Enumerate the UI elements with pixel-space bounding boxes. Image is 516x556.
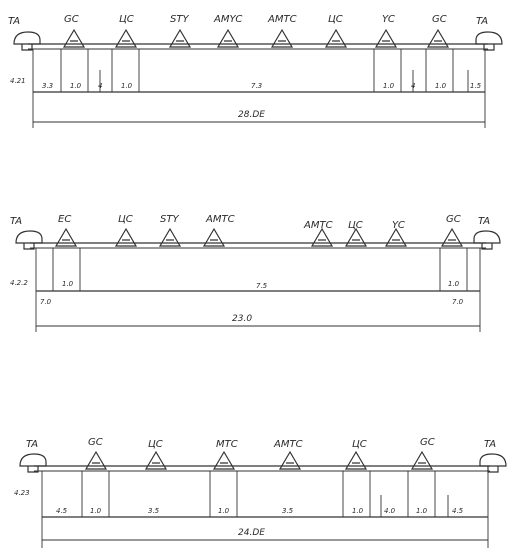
unit-box [342, 470, 371, 518]
segment-label: 7.0 [452, 298, 464, 306]
unit-box [52, 247, 81, 292]
end-cap-icon [15, 230, 43, 250]
segment-label: 1.0 [352, 507, 364, 515]
top-label: TA [476, 16, 488, 27]
top-label: MTC [216, 439, 238, 450]
triangle-marker-icon [344, 450, 368, 470]
diagram-3: TA GC ЦС MTC AMTC ЦС GC TA 4.23 4.5 1.0 … [14, 437, 507, 548]
top-label: TA [478, 216, 490, 227]
triangle-marker-icon [212, 450, 236, 470]
segment-label: 1.0 [90, 507, 102, 515]
top-label: AMYC [213, 14, 242, 25]
triangle-marker-icon [158, 227, 182, 247]
segment-label: 1.0 [435, 82, 447, 90]
triangle-marker-icon [62, 28, 86, 48]
top-label: GC [88, 437, 103, 448]
segment-label: 1.0 [218, 507, 230, 515]
height-label: 4.21 [10, 77, 26, 85]
top-label: ЦС [118, 214, 133, 225]
segment-label: 1.0 [448, 280, 460, 288]
triangle-marker-icon [84, 450, 108, 470]
end-cap-icon [473, 230, 501, 250]
top-label: GC [64, 14, 79, 25]
unit-box [407, 470, 436, 518]
top-label: AMTC [267, 14, 297, 25]
segment-label: 1.0 [383, 82, 395, 90]
total-label: 28.DE [238, 110, 265, 120]
top-label: AMTC [273, 439, 303, 450]
height-label: 4.23 [14, 489, 30, 497]
segment-label: 1.5 [470, 82, 482, 90]
end-cap-icon [475, 31, 503, 51]
unit-box [209, 470, 238, 518]
total-label: 23.0 [232, 314, 252, 324]
top-label: EC [58, 214, 71, 225]
triangle-marker-icon [440, 227, 464, 247]
unit-box [81, 470, 110, 518]
segment-label: 1.0 [121, 82, 133, 90]
triangle-marker-icon [344, 227, 368, 247]
top-label: STY [170, 14, 189, 25]
unit-box [60, 48, 89, 93]
unit-box [373, 48, 402, 93]
diagram-2: TA EC ЦС STY AMTC AMTC ЦС YC GC TA 4.2.2… [10, 214, 501, 332]
triangle-marker-icon [54, 227, 78, 247]
top-label: AMTC [303, 220, 333, 231]
unit-box [425, 48, 454, 93]
segment-label: 1.0 [62, 280, 74, 288]
top-label: GC [446, 214, 461, 225]
triangle-marker-icon [278, 450, 302, 470]
top-label: TA [10, 216, 22, 227]
segment-label: 3.3 [42, 82, 53, 90]
segment-label: 4.5 [56, 507, 68, 515]
segment-label: 4.0 [384, 507, 396, 515]
end-cap-icon [479, 453, 507, 473]
triangle-marker-icon [270, 28, 294, 48]
top-label: GC [420, 437, 435, 448]
triangle-marker-icon [374, 28, 398, 48]
top-label: TA [8, 16, 20, 27]
top-label: TA [484, 439, 496, 450]
triangle-marker-icon [216, 28, 240, 48]
triangle-marker-icon [324, 28, 348, 48]
segment-label: 4 [411, 82, 415, 90]
top-label: STY [160, 214, 179, 225]
segment-label: 7.5 [256, 282, 268, 290]
top-label: ЦС [148, 439, 163, 450]
triangle-marker-icon [168, 28, 192, 48]
segment-label: 1.0 [416, 507, 428, 515]
segment-label: 7.3 [251, 82, 262, 90]
triangle-marker-icon [202, 227, 226, 247]
end-cap-icon [13, 31, 41, 51]
triangle-marker-icon [144, 450, 168, 470]
top-label: YC [382, 14, 395, 25]
segment-label: 4.5 [452, 507, 464, 515]
end-cap-icon [19, 453, 47, 473]
top-label: YC [392, 220, 405, 231]
top-label: AMTC [205, 214, 235, 225]
unit-box [111, 48, 140, 93]
triangle-marker-icon [114, 28, 138, 48]
segment-label: 7.0 [40, 298, 52, 306]
diagram-1: TA GC ЦС STY AMYC AMTC ЦС YC GC TA 4.21 … [8, 14, 503, 128]
top-label: ЦС [352, 439, 367, 450]
top-label: ЦС [119, 14, 134, 25]
segment-label: 1.0 [70, 82, 82, 90]
total-label: 24.DE [238, 528, 265, 538]
top-label: TA [26, 439, 38, 450]
triangle-marker-icon [310, 227, 334, 247]
triangle-marker-icon [384, 227, 408, 247]
segment-label: 3.5 [148, 507, 160, 515]
top-label: GC [432, 14, 447, 25]
triangle-marker-icon [114, 227, 138, 247]
triangle-marker-icon [410, 450, 434, 470]
height-label: 4.2.2 [10, 279, 28, 287]
segment-label: 3.5 [282, 507, 294, 515]
segment-label: 4 [98, 82, 102, 90]
triangle-marker-icon [426, 28, 450, 48]
top-label: ЦС [328, 14, 343, 25]
unit-box [439, 247, 468, 292]
top-label: ЦС [348, 220, 363, 231]
